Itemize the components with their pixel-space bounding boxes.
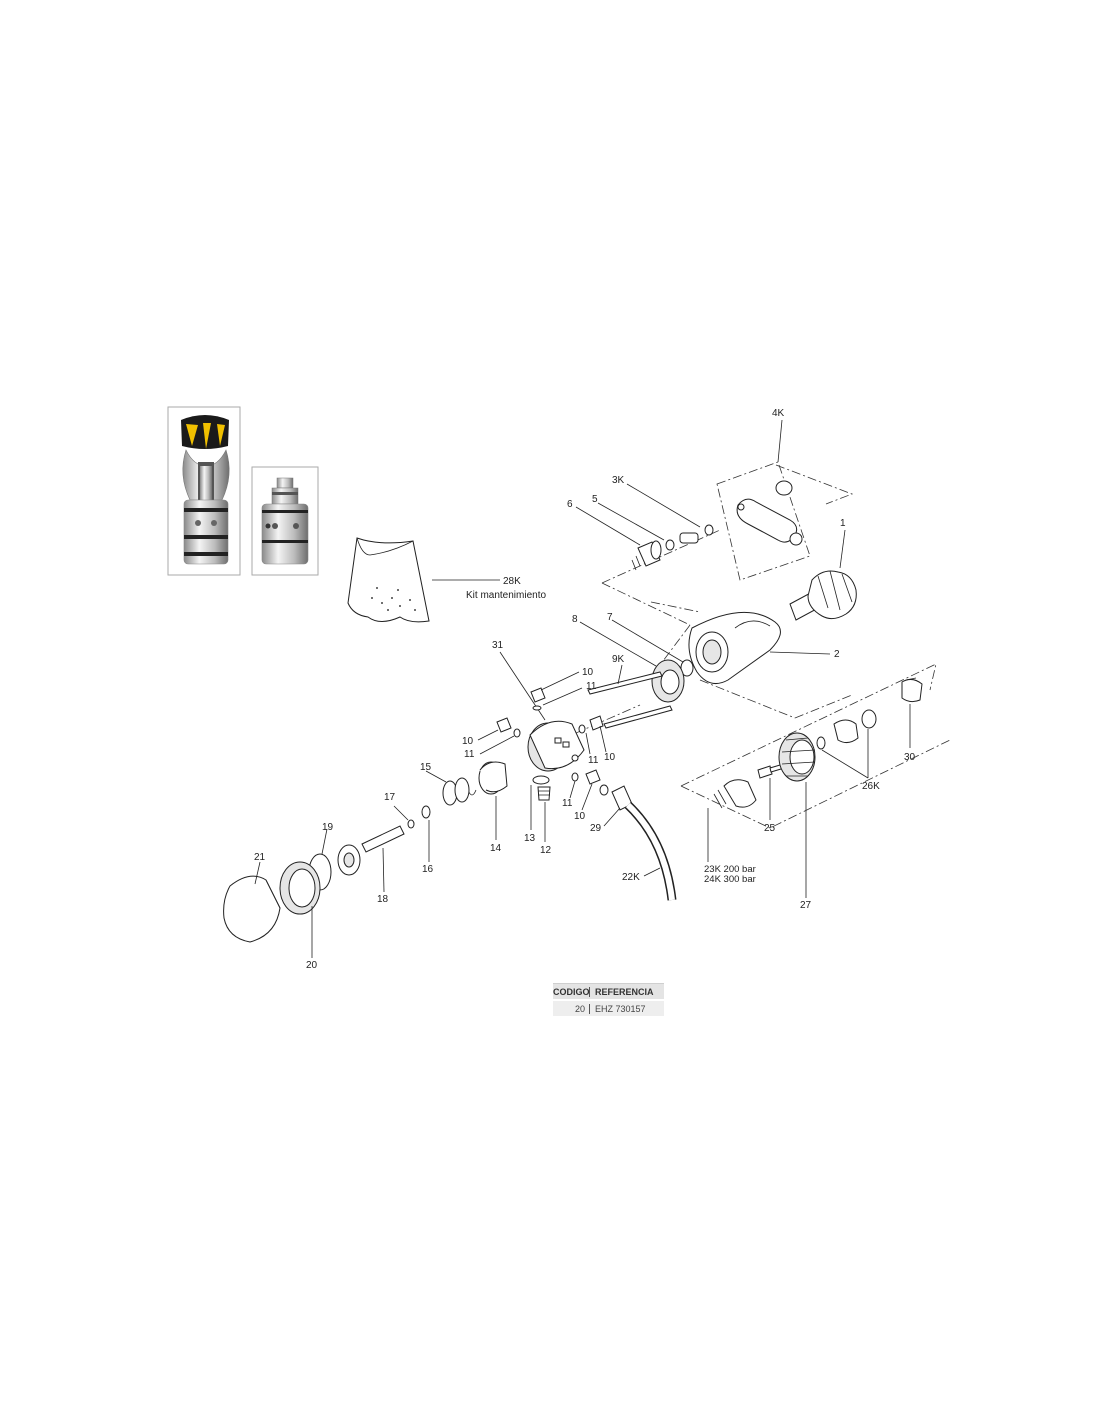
part-2-yoke bbox=[688, 611, 831, 685]
part-6-filter-seat bbox=[575, 506, 662, 571]
part-23k-24k-din-fitting bbox=[707, 779, 757, 862]
regulator-din-photo bbox=[251, 466, 319, 576]
label-20: 20 bbox=[306, 960, 318, 971]
label-3k: 3K bbox=[612, 475, 625, 486]
part-21-end-cap bbox=[223, 861, 281, 943]
label-18: 18 bbox=[377, 894, 389, 905]
part-10-plug-right bbox=[589, 715, 607, 753]
label-17: 17 bbox=[384, 792, 396, 803]
label-5: 5 bbox=[592, 494, 598, 505]
label-11-left: 11 bbox=[464, 749, 475, 760]
label-7: 7 bbox=[607, 612, 613, 623]
label-13: 13 bbox=[524, 833, 536, 844]
part-11-o-ring-left bbox=[479, 728, 521, 755]
label-2: 2 bbox=[834, 649, 840, 660]
label-12: 12 bbox=[540, 845, 552, 856]
part-17-washer bbox=[393, 805, 415, 829]
part-26k-o-rings bbox=[816, 709, 877, 779]
label-10-left: 10 bbox=[462, 736, 474, 747]
label-28k: 28K bbox=[503, 576, 521, 587]
label-22k: 22K bbox=[622, 872, 640, 883]
maintenance-kit-bag bbox=[347, 537, 500, 623]
part-13-o-ring bbox=[530, 775, 550, 830]
part-22k-hose bbox=[624, 801, 677, 901]
part-29-hose-fitting bbox=[599, 784, 633, 827]
part-9k-rods bbox=[587, 664, 673, 729]
label-1: 1 bbox=[840, 518, 846, 529]
cell-codigo: 20 bbox=[553, 1003, 590, 1014]
part-10-plug-left bbox=[477, 717, 512, 741]
label-10-top: 10 bbox=[582, 667, 594, 678]
label-25: 25 bbox=[764, 823, 776, 834]
label-16: 16 bbox=[422, 864, 434, 875]
label-14: 14 bbox=[490, 843, 502, 854]
part-30-dust-cap bbox=[901, 677, 923, 748]
label-29: 29 bbox=[590, 823, 602, 834]
label-4k: 4K bbox=[772, 408, 785, 419]
label-10-right: 10 bbox=[604, 752, 616, 763]
label-24k: 24K 300 bar bbox=[704, 874, 756, 885]
part-5-o-ring bbox=[597, 502, 675, 551]
label-19: 19 bbox=[322, 822, 334, 833]
label-11-right: 11 bbox=[588, 755, 599, 766]
reference-table-header: CODIGO REFERENCIA bbox=[553, 983, 664, 999]
header-codigo: CODIGO bbox=[553, 986, 590, 997]
cell-referencia: EHZ 730157 bbox=[595, 1003, 646, 1014]
part-11-o-ring-right bbox=[578, 724, 591, 755]
part-10-plug-top bbox=[530, 671, 580, 703]
label-30: 30 bbox=[904, 752, 916, 763]
label-10-bottom: 10 bbox=[574, 811, 586, 822]
part-14-seat-ring bbox=[478, 761, 508, 840]
part-12-plug bbox=[537, 786, 551, 842]
part-11-o-ring-top bbox=[532, 687, 583, 711]
label-26k: 26K bbox=[862, 781, 880, 792]
label-6: 6 bbox=[567, 499, 573, 510]
part-20-ring-nut bbox=[279, 861, 321, 958]
part-10-plug-bottom bbox=[581, 769, 601, 811]
regulator-yoke-photo bbox=[167, 406, 241, 576]
part-16-o-ring bbox=[421, 805, 431, 862]
label-23k: 23K 200 bar bbox=[704, 864, 756, 875]
label-31: 31 bbox=[492, 640, 504, 651]
label-21: 21 bbox=[254, 852, 266, 863]
label-11-bottom: 11 bbox=[562, 798, 573, 809]
label-8: 8 bbox=[572, 614, 578, 625]
part-11-o-ring-bottom bbox=[569, 772, 579, 799]
part-27-handwheel bbox=[778, 732, 816, 898]
reference-table: CODIGO REFERENCIA 20 EHZ 730157 bbox=[553, 983, 664, 1016]
part-31-main-body bbox=[499, 651, 585, 772]
assembly-outlines bbox=[559, 461, 951, 829]
part-8-lock-nut bbox=[579, 621, 685, 703]
label-kit-mantenimiento: Kit mantenimiento bbox=[466, 590, 546, 601]
label-11-top: 11 bbox=[586, 681, 597, 692]
label-15: 15 bbox=[420, 762, 432, 773]
table-row: 20 EHZ 730157 bbox=[553, 1001, 664, 1016]
part-18-piston bbox=[337, 825, 405, 893]
part-1-yoke-knob bbox=[789, 529, 857, 621]
part-3k-o-rings bbox=[626, 483, 714, 544]
part-4k-din-adapter bbox=[736, 419, 803, 546]
part-15-spring bbox=[425, 770, 477, 806]
label-9k: 9K bbox=[612, 654, 625, 665]
header-referencia: REFERENCIA bbox=[595, 986, 654, 997]
label-27: 27 bbox=[800, 900, 812, 911]
